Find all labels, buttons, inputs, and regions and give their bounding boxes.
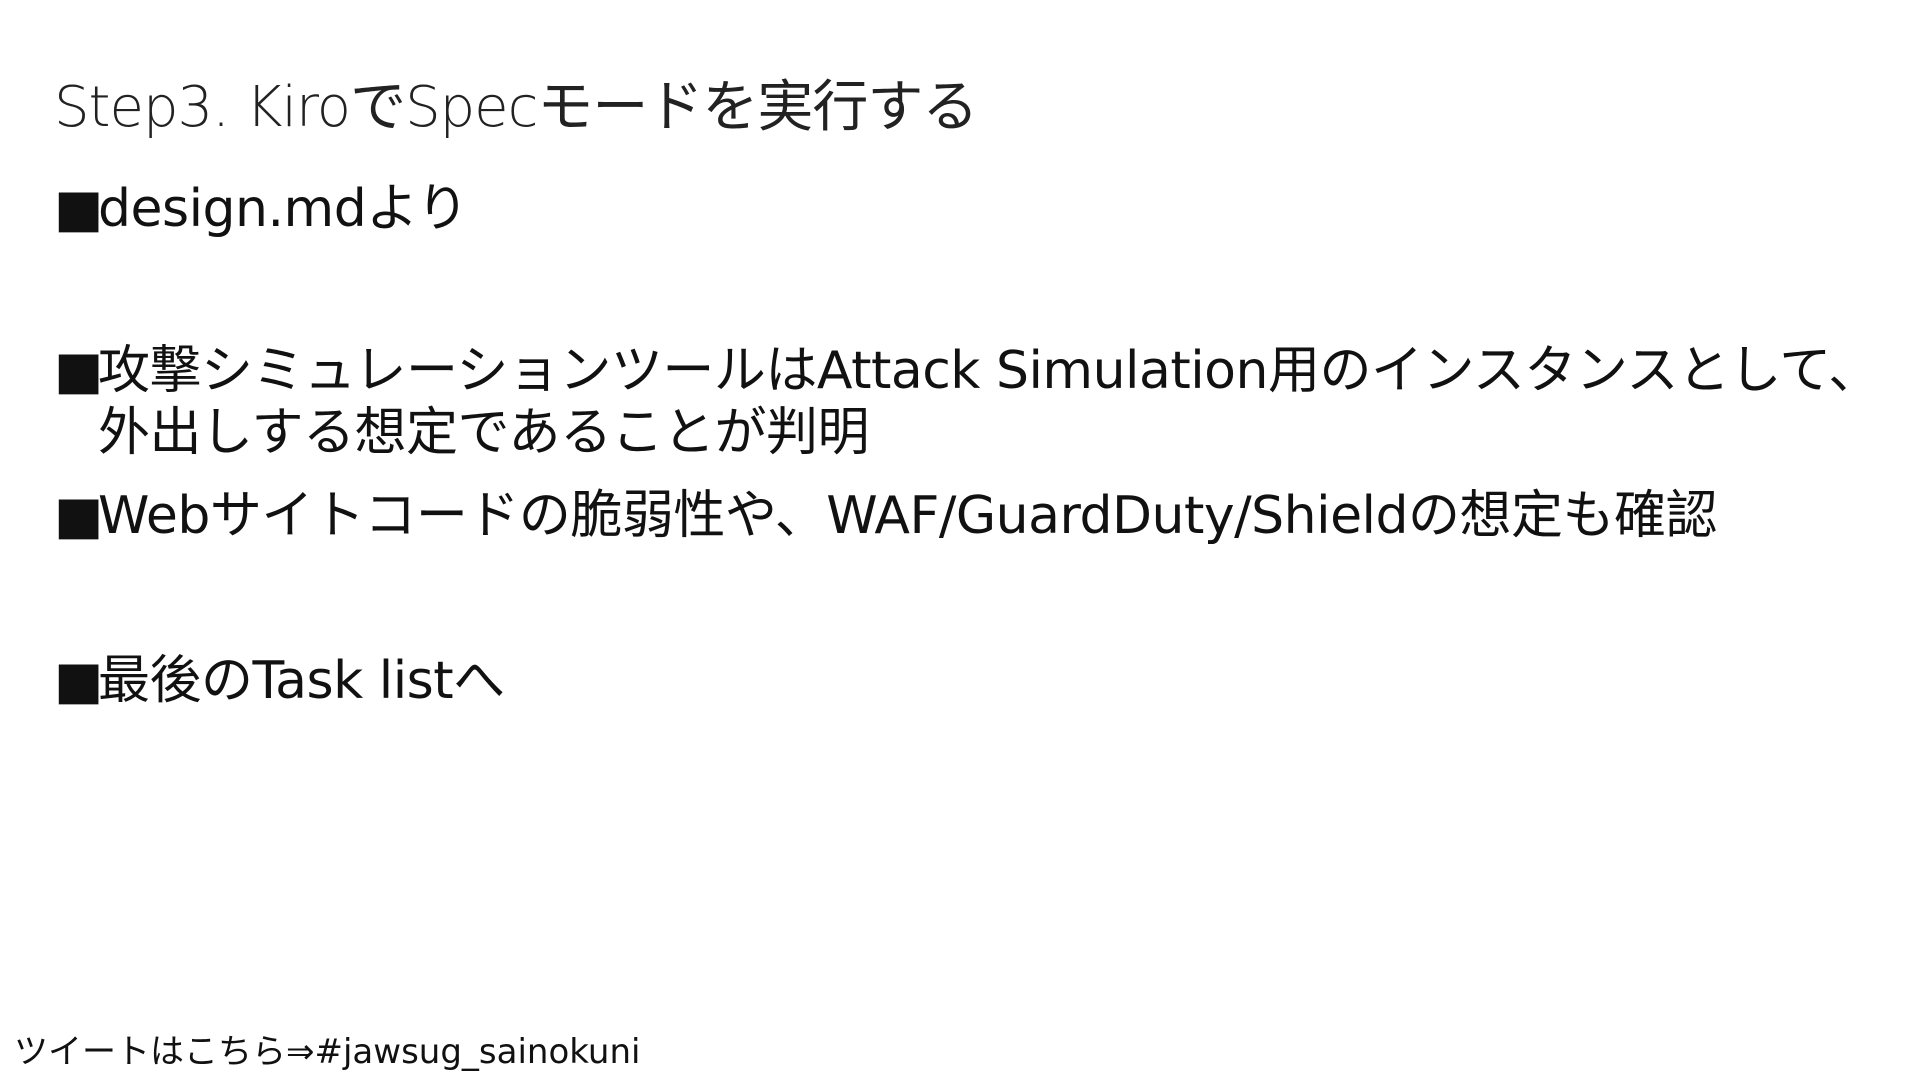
slide-title: Step3. KiroでSpecモードを実行する	[54, 75, 978, 140]
bullet-item: ■ 攻撃シミュレーションツールはAttack Simulation用のインスタン…	[54, 340, 1894, 464]
bullet-text: 攻撃シミュレーションツールはAttack Simulation用のインスタンスと…	[98, 341, 1880, 463]
bullet-text: 最後のTask listへ	[98, 651, 505, 711]
bullet-square-icon: ■	[54, 341, 103, 401]
bullet-square-icon: ■	[54, 179, 103, 239]
footer-hashtag: ツイートはこちら⇒#jawsug_sainokuni	[14, 1032, 641, 1072]
bullet-item: ■ 最後のTask listへ	[54, 650, 1894, 712]
bullet-square-icon: ■	[54, 651, 103, 711]
bullet-item: ■ Webサイトコードの脆弱性や、WAF/GuardDuty/Shieldの想定…	[54, 485, 1894, 547]
bullet-square-icon: ■	[54, 486, 103, 546]
bullet-text: design.mdより	[98, 179, 469, 239]
bullet-text: Webサイトコードの脆弱性や、WAF/GuardDuty/Shieldの想定も確…	[98, 486, 1718, 546]
bullet-item: ■ design.mdより	[54, 178, 1894, 240]
